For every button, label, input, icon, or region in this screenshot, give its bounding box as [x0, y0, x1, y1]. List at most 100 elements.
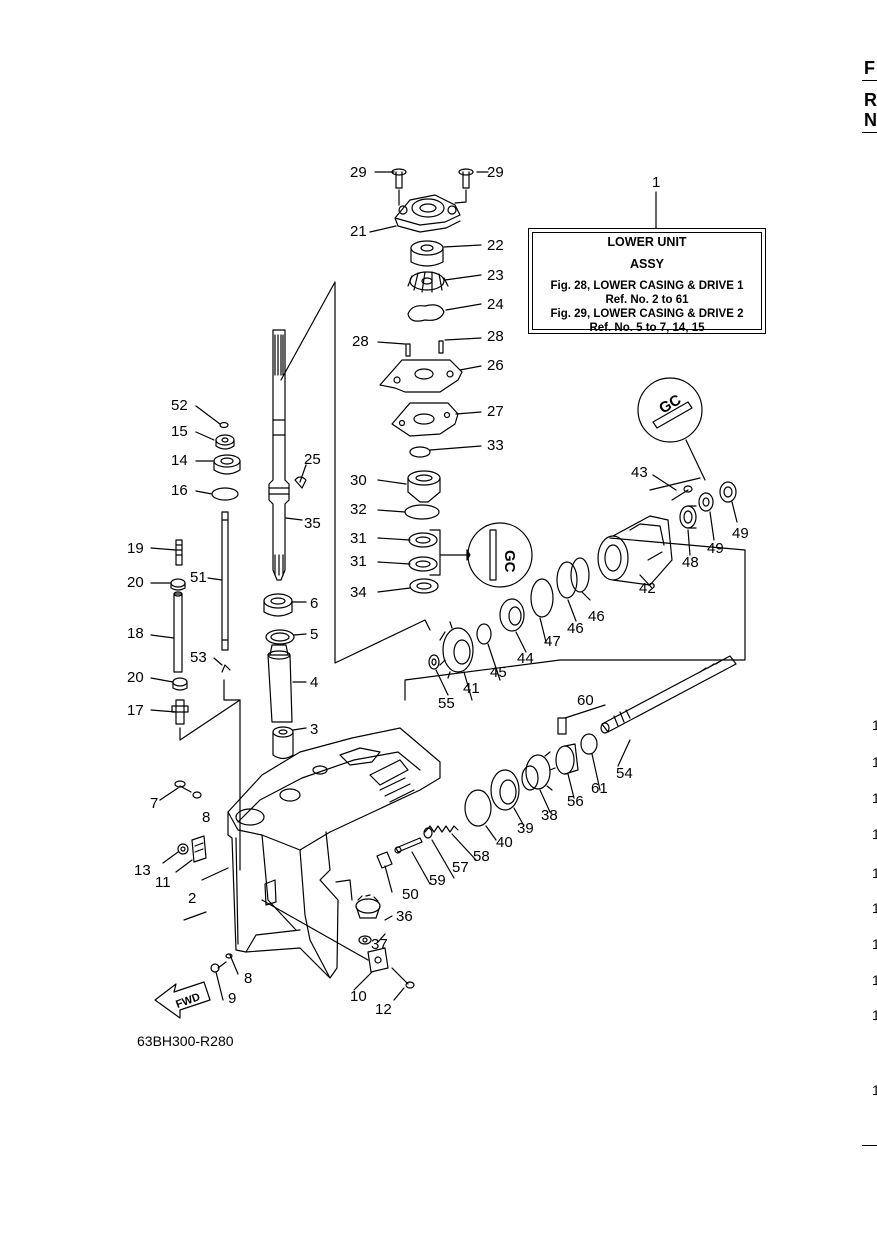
pinion-gear-part [355, 894, 381, 919]
edge-number: 1 [872, 717, 877, 733]
callout-52: 52 [171, 397, 188, 414]
bolt-part [671, 485, 693, 501]
ball-bearing-part [490, 769, 520, 811]
callout-46b: 46 [588, 608, 605, 625]
callout-60: 60 [577, 692, 594, 709]
callout-61: 61 [591, 780, 608, 797]
drive-shaft-part [268, 281, 431, 664]
shim-part [428, 654, 440, 670]
callout-58: 58 [473, 848, 490, 865]
callout-28a: 28 [352, 333, 369, 350]
callout-45: 45 [490, 664, 507, 681]
callout-34: 34 [350, 584, 367, 601]
callout-labels: 1 2 3 4 5 6 7 8 8 9 10 11 12 13 14 15 16… [127, 164, 749, 1018]
shift-rod-boot-part [213, 454, 241, 475]
callout-20b: 20 [127, 669, 144, 686]
callout-21: 21 [350, 223, 367, 240]
callout-47: 47 [544, 633, 561, 650]
callout-55: 55 [438, 695, 455, 712]
o-ring-part [556, 561, 578, 599]
grommet-part [172, 677, 188, 691]
edge-letter-f: F [864, 58, 875, 78]
callout-41: 41 [463, 680, 480, 697]
oil-seal-part [719, 481, 737, 503]
callout-6: 6 [310, 595, 318, 612]
lower-casing-part [227, 727, 441, 979]
assembly-ref-range-1: Ref. No. 2 to 61 [605, 294, 689, 306]
callout-23: 23 [487, 267, 504, 284]
grommet-part [170, 578, 186, 591]
needle-bearing-part [679, 505, 697, 529]
oil-seal-part [408, 532, 438, 548]
callout-33: 33 [487, 437, 504, 454]
gasket-part [407, 304, 445, 322]
oil-seal-part [698, 492, 714, 512]
callout-31a: 31 [350, 530, 367, 547]
callout-42: 42 [639, 580, 656, 597]
callout-50: 50 [402, 886, 419, 903]
woodruff-key-part [294, 476, 307, 489]
callout-13: 13 [134, 862, 151, 879]
callout-29b: 29 [487, 164, 504, 181]
shift-plunger-part [394, 837, 423, 854]
shift-rod-part [221, 511, 229, 651]
edge-number: 1 [872, 1082, 877, 1098]
callout-16: 16 [171, 482, 188, 499]
screw-part [210, 961, 227, 973]
dowel-pin-part [438, 340, 444, 354]
oil-seal-part [408, 556, 438, 572]
bolt-part [458, 168, 474, 189]
assembly-fig-ref-2: Fig. 29, LOWER CASING & DRIVE 2 [550, 308, 744, 320]
oil-seal-part [265, 629, 295, 645]
stud-bolt-part [175, 539, 183, 566]
callout-59: 59 [429, 872, 446, 889]
callout-39: 39 [517, 820, 534, 837]
edge-divider [862, 132, 877, 133]
trim-tab-part [191, 835, 207, 863]
assembly-fig-ref-1: Fig. 28, LOWER CASING & DRIVE 1 [550, 280, 744, 292]
forward-gear-part [439, 621, 474, 679]
spring-part [580, 733, 598, 755]
callout-9: 9 [228, 990, 236, 1007]
callout-30: 30 [350, 472, 367, 489]
o-ring-part [404, 504, 440, 520]
callout-2: 2 [188, 890, 196, 907]
washer-part [225, 953, 233, 959]
assembly-reference-box: LOWER UNIT ASSY Fig. 28, LOWER CASING & … [528, 228, 766, 334]
anode-part [367, 947, 389, 973]
bolt-part [177, 843, 189, 855]
callout-27: 27 [487, 403, 504, 420]
impeller-part [407, 271, 449, 293]
shift-rod-seal-part [215, 434, 235, 450]
shift-cam-part [376, 851, 393, 869]
plate-gasket-part [391, 402, 459, 437]
callout-25: 25 [304, 451, 321, 468]
callout-54: 54 [616, 765, 633, 782]
o-ring-part [530, 578, 554, 618]
callout-49b: 49 [732, 525, 749, 542]
edge-number: 1 [872, 972, 877, 988]
collar-part [272, 726, 294, 760]
assembly-ref-range-2: Ref. No. 5 to 7, 14, 15 [589, 322, 705, 334]
callout-37: 37 [371, 936, 388, 953]
propeller-shaft-part [600, 655, 737, 734]
callout-46a: 46 [567, 620, 584, 637]
callout-43: 43 [631, 464, 648, 481]
reverse-gear-part [521, 751, 556, 791]
edge-divider [862, 1145, 877, 1146]
shaft-seal-part [409, 446, 431, 458]
cross-pin-part [557, 717, 567, 735]
gc-stamp-lower: GC [501, 550, 518, 573]
spring-part [424, 825, 459, 833]
screw-part [174, 780, 192, 793]
edge-number: 1 [872, 790, 877, 806]
fwd-label: FWD [174, 991, 202, 1011]
callout-26: 26 [487, 357, 504, 374]
clip-part [221, 664, 231, 673]
outer-plate-part [379, 359, 463, 393]
callout-38: 38 [541, 807, 558, 824]
callout-36: 36 [396, 908, 413, 925]
taper-bearing-part [499, 598, 525, 632]
callout-56: 56 [567, 793, 584, 810]
callout-4: 4 [310, 674, 318, 691]
